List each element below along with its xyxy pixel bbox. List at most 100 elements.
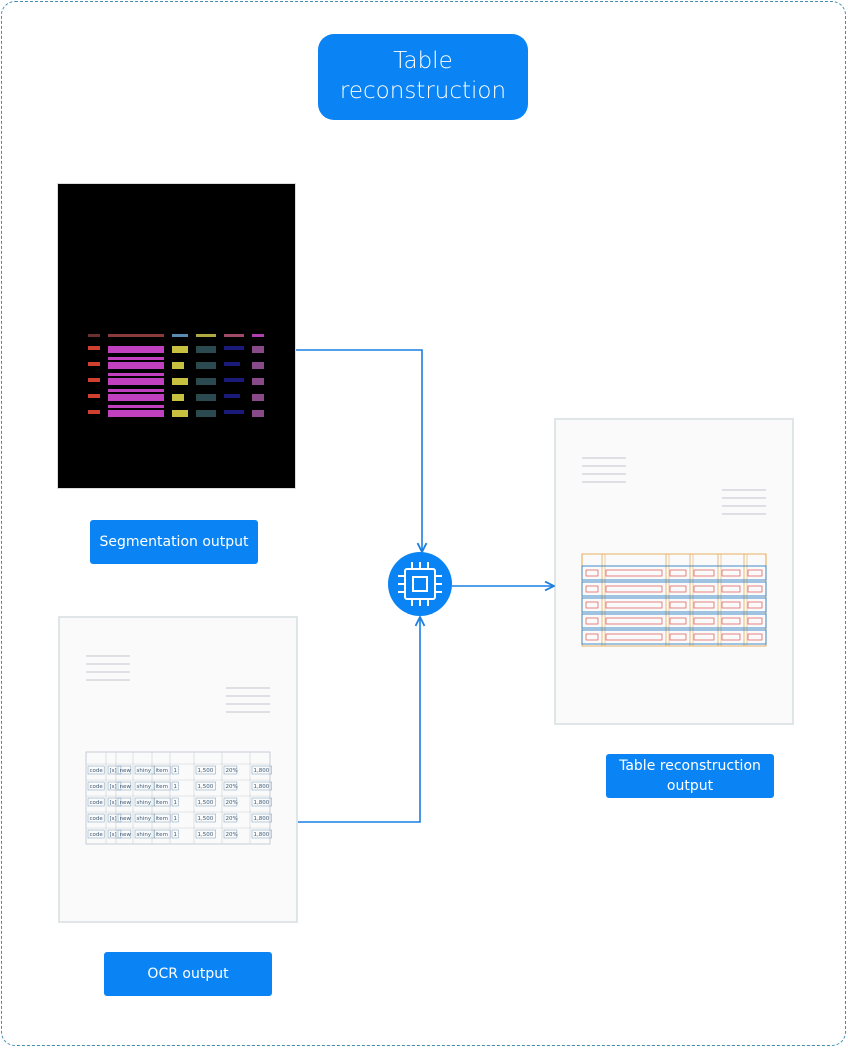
reconstructed-cell (605, 633, 663, 641)
reconstructed-cell (669, 617, 687, 625)
ocr-word: item (156, 768, 168, 774)
ocr-word: 1 (174, 768, 178, 774)
segment-cell-block (252, 394, 264, 401)
ocr-word: 1,800 (254, 784, 270, 790)
ocr-word-box (195, 797, 216, 807)
ocr-word: 1,500 (198, 816, 214, 822)
segment-cell-block (224, 378, 244, 382)
ocr-word: code (90, 832, 104, 838)
reconstructed-table (581, 553, 767, 647)
ocr-word: [s] (110, 768, 117, 774)
segment-header-block (108, 334, 164, 337)
ocr-word: code (90, 784, 104, 790)
segment-cell-block (196, 378, 216, 385)
ocr-word-box (223, 797, 238, 807)
ocr-word: 20% (226, 784, 238, 790)
ocr-word: new (120, 832, 132, 838)
ocr-word-box (171, 829, 179, 839)
reconstructed-cell (747, 601, 763, 609)
segment-cell-block (88, 378, 100, 382)
reconstructed-cell (605, 617, 663, 625)
segment-cell-block (224, 362, 240, 366)
ocr-word: 20% (226, 768, 238, 774)
reconstructed-cell (585, 633, 599, 641)
ocr-word: 1,800 (254, 832, 270, 838)
segment-header-block (252, 334, 264, 337)
ocr-word: shiny (137, 816, 152, 822)
reconstructed-cell (747, 633, 763, 641)
reconstructed-cell (669, 633, 687, 641)
ocr-word: 1,800 (254, 816, 270, 822)
reconstructed-cell (693, 617, 715, 625)
ocr-word-box (134, 829, 155, 839)
ocr-word-box (251, 797, 272, 807)
segment-cell-block (108, 346, 164, 353)
ocr-word: 1 (174, 816, 178, 822)
segment-cell-block (108, 389, 164, 392)
ocr-word: 1,500 (198, 832, 214, 838)
reconstructed-table-border (581, 553, 767, 647)
segment-cell-block (252, 410, 264, 417)
reconstruction-doc-header-lines (582, 457, 766, 515)
ocr-word: code (90, 816, 104, 822)
reconstructed-cell (693, 601, 715, 609)
ocr-word-box (107, 813, 122, 823)
table-reconstruction-output-label: Table reconstruction output (606, 754, 774, 798)
segment-cell-block (88, 394, 100, 398)
segment-cell-block (196, 362, 216, 369)
ocr-word-box (195, 829, 216, 839)
ocr-word: shiny (137, 768, 152, 774)
segment-cell-block (252, 378, 264, 385)
ocr-word: new (120, 800, 132, 806)
ocr-word: code (90, 768, 104, 774)
segment-cell-block (196, 346, 216, 353)
ocr-word: 1,800 (254, 800, 270, 806)
ocr-word-box (117, 813, 132, 823)
reconstructed-cell (585, 569, 599, 577)
segment-cell-block (196, 394, 216, 401)
reconstructed-cell (721, 617, 741, 625)
reconstructed-cell (585, 585, 599, 593)
ocr-output-label: OCR output (104, 952, 272, 996)
segmentation-label-text: Segmentation output (99, 534, 249, 550)
segmentation-output-label: Segmentation output (90, 520, 258, 564)
ocr-word-box (87, 781, 105, 791)
reconstructed-cell (669, 569, 687, 577)
reconstructed-cell (721, 633, 741, 641)
ocr-word-box (134, 765, 155, 775)
ocr-word: 20% (226, 800, 238, 806)
ocr-word: item (156, 784, 168, 790)
ocr-word-box (223, 813, 238, 823)
segment-cell-block (88, 410, 100, 414)
ocr-word: item (156, 832, 168, 838)
ocr-word: shiny (137, 832, 152, 838)
ocr-word-box (107, 781, 122, 791)
segment-cell-block (172, 378, 188, 385)
reconstructed-cell (693, 585, 715, 593)
segment-cell-block (88, 346, 100, 350)
ocr-word: 1 (174, 800, 178, 806)
reconstruction-label-line-2: output (666, 778, 714, 794)
segment-cell-block (88, 362, 100, 366)
ocr-word-box (153, 797, 171, 807)
reconstructed-cell (669, 585, 687, 593)
reconstruction-label-line-1: Table reconstruction (619, 758, 761, 774)
ocr-word: 1,500 (198, 768, 214, 774)
ocr-word-box (87, 813, 105, 823)
ocr-word: item (156, 800, 168, 806)
segment-cell-block (172, 410, 188, 417)
segment-header-block (172, 334, 188, 337)
ocr-word-box (107, 765, 122, 775)
ocr-word-box (251, 781, 272, 791)
ocr-word-box (107, 829, 122, 839)
ocr-word: [s] (110, 832, 117, 838)
ocr-word: new (120, 784, 132, 790)
ocr-word: [s] (110, 816, 117, 822)
ocr-word-box (171, 813, 179, 823)
ocr-word: new (120, 768, 132, 774)
reconstructed-cell (669, 601, 687, 609)
reconstructed-cell (605, 569, 663, 577)
ocr-word-box (223, 781, 238, 791)
